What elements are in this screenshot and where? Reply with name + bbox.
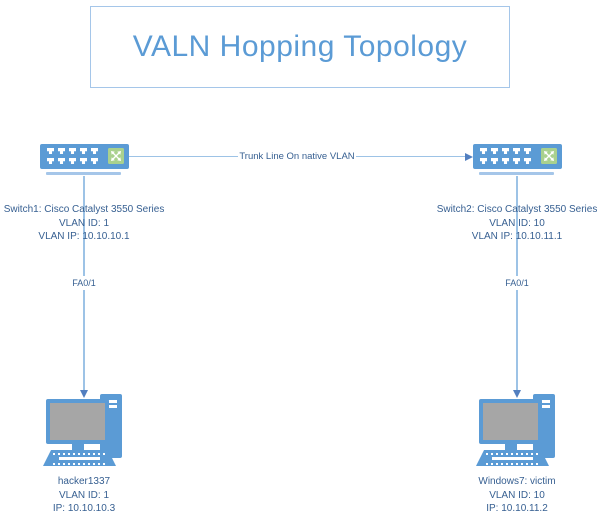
trunk-connector: Trunk Line On native VLAN bbox=[129, 150, 474, 163]
port-glyph bbox=[58, 148, 65, 154]
port-glyph bbox=[91, 148, 98, 154]
trunk-label: Trunk Line On native VLAN bbox=[239, 151, 355, 162]
vlan-id: VLAN ID: 1 bbox=[58, 489, 110, 501]
host-ip: IP: 10.10.11.2 bbox=[486, 503, 548, 514]
port-glyph bbox=[524, 148, 531, 154]
port-glyph bbox=[513, 158, 520, 164]
host2-labels: Windows7: victim VLAN ID: 10 IP: 10.10.1… bbox=[478, 475, 555, 516]
switch1-labels: Switch1: Cisco Catalyst 3550 Series VLAN… bbox=[4, 203, 165, 244]
port-glyph bbox=[58, 158, 65, 164]
host-ip: IP: 10.10.10.3 bbox=[52, 503, 116, 514]
port-glyph bbox=[47, 158, 54, 164]
title-box: VALN Hopping Topology bbox=[90, 6, 510, 88]
crossover-module-icon bbox=[541, 148, 557, 164]
trunk-line-segment bbox=[355, 155, 466, 158]
switch2-labels: Switch2: Cisco Catalyst 3550 Series VLAN… bbox=[437, 203, 598, 244]
keyboard-keys bbox=[486, 453, 539, 455]
port-glyph bbox=[502, 158, 509, 164]
port-glyph bbox=[502, 148, 509, 154]
port-glyph bbox=[513, 148, 520, 154]
port-glyph bbox=[91, 158, 98, 164]
switch-name: Switch2: Cisco Catalyst 3550 Series bbox=[436, 204, 598, 215]
vlan-ip: VLAN IP: 10.10.11.1 bbox=[471, 231, 563, 242]
port-glyph bbox=[480, 148, 487, 154]
host2-icon bbox=[476, 392, 561, 470]
connector-line-segment bbox=[516, 290, 518, 390]
host-name: hacker1337 bbox=[57, 476, 111, 487]
arrowhead-down-icon bbox=[513, 390, 521, 398]
host1-icon bbox=[43, 392, 128, 470]
port-glyph bbox=[47, 148, 54, 154]
port-label: FA0/1 bbox=[72, 278, 96, 288]
vlan-id: VLAN ID: 10 bbox=[489, 489, 545, 501]
pc-drive-slot bbox=[539, 405, 550, 408]
keyboard-keys bbox=[53, 453, 106, 455]
pc-stand bbox=[505, 444, 517, 450]
host-name: Windows7: victim bbox=[478, 476, 556, 487]
port-glyph bbox=[480, 158, 487, 164]
pc-monitor bbox=[46, 399, 109, 444]
pc-drive-slot bbox=[106, 405, 117, 408]
switch2-icon bbox=[473, 144, 562, 169]
port-glyph bbox=[69, 158, 76, 164]
arrowhead-down-icon bbox=[80, 390, 88, 398]
keyboard-spacebar bbox=[59, 457, 100, 460]
keyboard-keys bbox=[53, 463, 106, 465]
pc-drive-slot bbox=[106, 400, 117, 403]
keyboard-keys bbox=[486, 463, 539, 465]
trunk-line-segment bbox=[129, 155, 239, 158]
pc-screen bbox=[483, 403, 538, 440]
connector-line-segment bbox=[83, 176, 85, 276]
port-glyph bbox=[491, 158, 498, 164]
port-label: FA0/1 bbox=[505, 278, 529, 288]
port-glyph bbox=[491, 148, 498, 154]
switch-shadow bbox=[46, 172, 121, 175]
switch-name: Switch1: Cisco Catalyst 3550 Series bbox=[3, 204, 165, 215]
switch-ports bbox=[480, 148, 531, 165]
switch-ports bbox=[47, 148, 98, 165]
port-glyph bbox=[80, 148, 87, 154]
pc-keyboard bbox=[476, 450, 549, 466]
diagram-title: VALN Hopping Topology bbox=[132, 30, 468, 63]
connector-line-segment bbox=[516, 176, 518, 276]
vlan-ip: VLAN IP: 10.10.10.1 bbox=[38, 231, 130, 242]
host1-labels: hacker1337 VLAN ID: 1 IP: 10.10.10.3 bbox=[53, 475, 115, 516]
connector-switch2-host2: FA0/1 bbox=[497, 176, 537, 398]
connector-line-segment bbox=[83, 290, 85, 390]
pc-drive-slot bbox=[539, 400, 550, 403]
vlan-id: VLAN ID: 1 bbox=[58, 217, 110, 229]
port-glyph bbox=[80, 158, 87, 164]
pc-stand bbox=[72, 444, 84, 450]
port-glyph bbox=[69, 148, 76, 154]
port-glyph bbox=[524, 158, 531, 164]
pc-monitor bbox=[479, 399, 542, 444]
pc-screen bbox=[50, 403, 105, 440]
switch1-icon bbox=[40, 144, 129, 169]
keyboard-spacebar bbox=[492, 457, 533, 460]
vlan-id: VLAN ID: 10 bbox=[489, 217, 545, 229]
arrowhead-right-icon bbox=[465, 152, 474, 161]
switch-shadow bbox=[479, 172, 554, 175]
connector-switch1-host1: FA0/1 bbox=[64, 176, 104, 398]
crossover-module-icon bbox=[108, 148, 124, 164]
pc-keyboard bbox=[43, 450, 116, 466]
